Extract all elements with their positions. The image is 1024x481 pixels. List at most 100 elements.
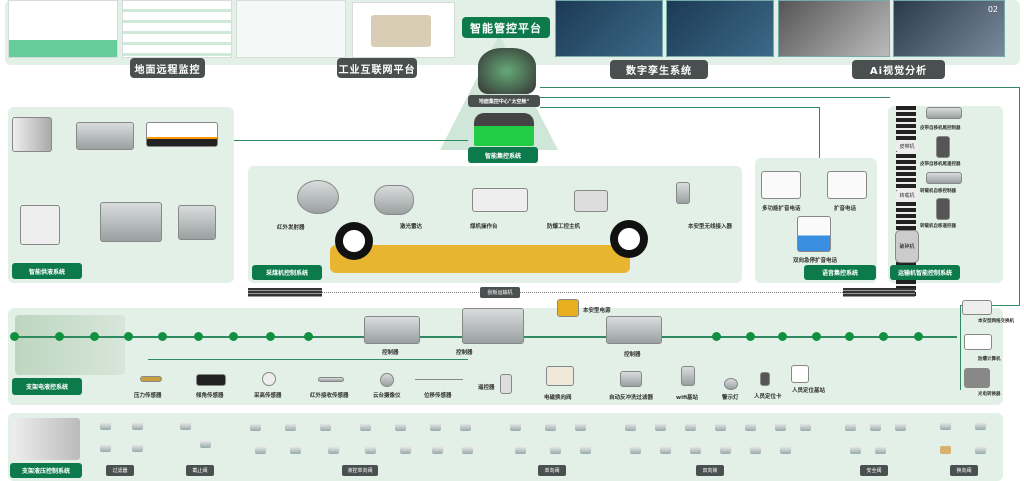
- left-drum: [335, 222, 373, 260]
- device-image: [724, 378, 738, 390]
- scraper-dotted: [322, 292, 843, 293]
- valve-image: [940, 422, 951, 430]
- device-image: [500, 374, 512, 394]
- bus-node: [812, 332, 821, 341]
- valve-image: [100, 444, 111, 452]
- bus-node: [778, 332, 787, 341]
- valve-group-label: 截止阀: [186, 465, 214, 476]
- bus-node: [266, 332, 275, 341]
- ai-vision-label: Ai视觉分析: [852, 60, 945, 79]
- valve-group-label: 双向锁: [696, 465, 724, 476]
- tank-image: [20, 205, 60, 245]
- valve-image: [320, 423, 331, 431]
- valve-image: [975, 446, 986, 454]
- valve-image: [625, 423, 636, 431]
- valve-image: [290, 446, 301, 454]
- right-device-label: 防爆计算机: [978, 357, 1001, 362]
- multi-phone-image: [761, 171, 801, 199]
- remote-screen-3: [236, 0, 346, 58]
- remote-screen-2: [122, 0, 232, 58]
- shearer-device-label: 红外发射器: [277, 225, 305, 231]
- scraper-label: 刮板运输机: [480, 287, 520, 298]
- device-image: [791, 365, 809, 383]
- hydraulic-label: 支架液压控制系统: [10, 463, 82, 478]
- remote-label: 遥控器: [478, 385, 495, 391]
- bus-node: [55, 332, 64, 341]
- digital-twin-label: 数字孪生系统: [610, 60, 708, 79]
- device-image: [380, 373, 394, 387]
- liquid-supply-label: 智能供液系统: [12, 263, 82, 279]
- ai-screen-2: 02: [893, 0, 1005, 57]
- shearer-label: 采煤机控制系统: [252, 265, 322, 280]
- valve-group-label: 换向阀: [950, 465, 978, 476]
- capsule-image: [478, 48, 536, 94]
- phone-image: [827, 171, 867, 199]
- sensor-label: 云台摄像仪: [373, 393, 401, 399]
- connector-line: [148, 359, 468, 360]
- pump-station-2-image: [178, 205, 216, 240]
- shearer-device-label: 本安型无线接入器: [688, 224, 733, 230]
- bus-node: [10, 332, 19, 341]
- valve-image: [132, 444, 143, 452]
- power-supply-image: [557, 299, 579, 317]
- electro-label: 支架电液控系统: [12, 378, 82, 395]
- valve-group-label: 过滤器: [106, 465, 134, 476]
- device-label: 人员定位卡: [754, 394, 782, 400]
- valve-image: [800, 423, 811, 431]
- connector-line: [960, 305, 961, 390]
- shearer-body: [330, 245, 630, 273]
- central-control-label: 智能集控系统: [468, 147, 538, 163]
- controller-image: [462, 308, 524, 344]
- support-image: [15, 315, 125, 375]
- power-supply-label: 本安型电源: [583, 308, 611, 314]
- console-image: [472, 188, 528, 212]
- conveyor-device-label: 皮带自移机尾遥控器: [920, 162, 961, 167]
- control-cabinet-image: [146, 122, 218, 147]
- bus-node: [712, 332, 721, 341]
- controller-label: 控制器: [456, 350, 473, 356]
- right-device-label: 光电转换器: [978, 392, 1001, 397]
- remote-screen-1: [8, 0, 118, 58]
- wireless-access-image: [676, 182, 690, 204]
- bus-node: [845, 332, 854, 341]
- transfer-label: 转载机: [896, 190, 918, 201]
- device-image: [196, 374, 226, 386]
- valve-image: [940, 446, 951, 454]
- network-switch-image: [962, 300, 992, 315]
- remote-1-image: [936, 136, 950, 158]
- bus-node: [304, 332, 313, 341]
- valve-image: [545, 423, 556, 431]
- bus-node: [124, 332, 133, 341]
- sensor-label: 倾角传感器: [196, 393, 224, 399]
- valve-image: [430, 423, 441, 431]
- valve-image: [432, 446, 443, 454]
- bus-node: [90, 332, 99, 341]
- valve-image: [328, 446, 339, 454]
- conveyor-device-label: 皮带自移机尾控制器: [920, 126, 961, 131]
- emergency-phone-image: [797, 216, 831, 252]
- right-drum: [610, 220, 648, 258]
- valve-image: [690, 446, 701, 454]
- controller-1-image: [926, 107, 962, 119]
- valve-image: [365, 446, 376, 454]
- pump-station-image: [12, 117, 52, 152]
- computer-image: [964, 334, 992, 350]
- remote-2-image: [936, 198, 950, 220]
- valve-image: [132, 422, 143, 430]
- connector-line: [819, 107, 820, 159]
- valve-image: [875, 446, 886, 454]
- valve-image: [975, 422, 986, 430]
- conveyor-device-label: 转载机自移遥控器: [920, 224, 956, 229]
- valve-image: [255, 446, 266, 454]
- controller-2-image: [926, 172, 962, 184]
- sensor-label: 采高传感器: [254, 393, 282, 399]
- twin-screen-2: [666, 0, 774, 57]
- crusher-label: 破碎机: [899, 244, 915, 250]
- valve-image: [685, 423, 696, 431]
- explosion-pc-image: [574, 190, 608, 212]
- device-image: [546, 366, 574, 386]
- connector-line: [540, 87, 1020, 88]
- sensor-label: 位移传感器: [424, 393, 452, 399]
- device-label: 人员定位基站: [792, 388, 826, 394]
- iiot-screen: [352, 2, 455, 58]
